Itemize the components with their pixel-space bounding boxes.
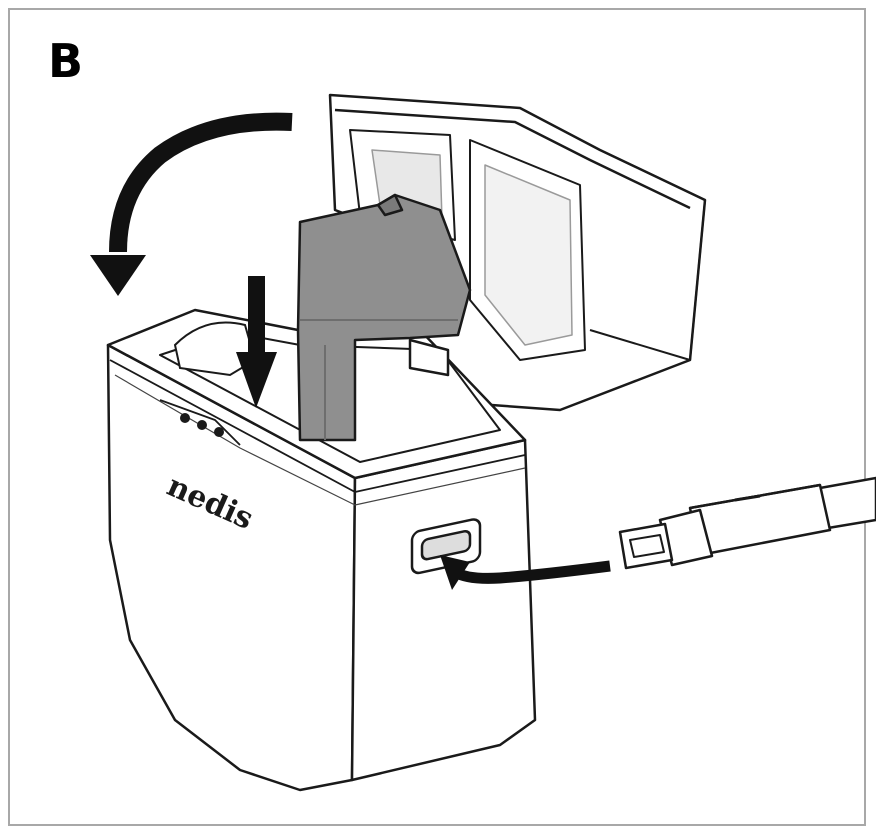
usb-cable: [618, 476, 876, 570]
step-label: B: [48, 34, 84, 88]
usb-c-port: [410, 518, 482, 575]
down-arrow-icon: [236, 276, 277, 408]
led-indicators: [180, 413, 224, 437]
led-dot: [197, 420, 207, 430]
earbud: [296, 193, 472, 442]
led-dot: [180, 413, 190, 423]
curved-arrow-icon: [90, 112, 293, 296]
plug-arrow-icon: [440, 555, 611, 590]
led-dot: [214, 427, 224, 437]
